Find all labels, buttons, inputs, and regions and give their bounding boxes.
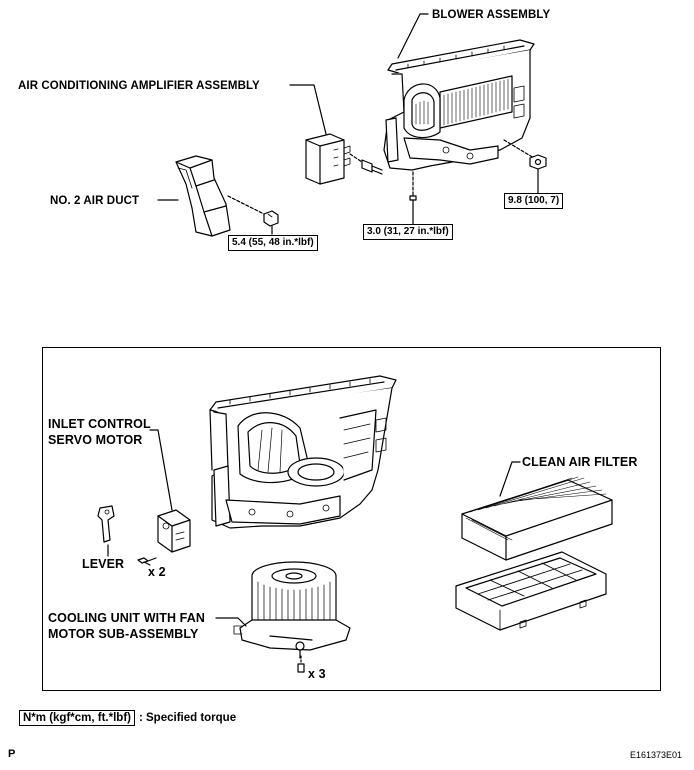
cooling-unit-label-line1: COOLING UNIT WITH FAN	[48, 611, 205, 625]
no2-air-duct-label: NO. 2 AIR DUCT	[50, 195, 140, 207]
blower-assembly-label: BLOWER ASSEMBLY	[432, 9, 551, 21]
inlet-control-label-line1: INLET CONTROL	[48, 417, 151, 431]
blower-nut	[503, 139, 547, 170]
blower-assembly-upper	[383, 39, 535, 171]
blower-bolt	[409, 171, 417, 215]
lever-label: LEVER	[82, 557, 125, 571]
disassembly-detail-frame	[42, 347, 661, 691]
page-letter: P	[8, 748, 16, 760]
clean-air-filter-part	[461, 476, 613, 561]
servo-screw-count: x 2	[148, 565, 166, 579]
servo-motor-part	[157, 509, 191, 553]
fan-motor-screw	[297, 655, 305, 673]
filter-frame-part	[455, 551, 607, 631]
duct-bolt	[227, 195, 279, 227]
no2-air-duct-part	[175, 155, 231, 237]
inlet-control-label-line2: SERVO MOTOR	[48, 433, 143, 447]
torque-amp-screw: 3.0 (31, 27 in.*lbf)	[363, 224, 453, 240]
figure-code: E161373E01	[630, 750, 683, 760]
amp-screw	[349, 153, 383, 175]
ac-amplifier-part	[305, 133, 351, 185]
servo-screws	[137, 557, 157, 564]
legend-description: : Specified torque	[138, 712, 237, 724]
fan-motor-screw-count: x 3	[308, 667, 326, 681]
fan-motor-part	[233, 561, 351, 659]
ac-amplifier-label: AIR CONDITIONING AMPLIFIER ASSEMBLY	[18, 80, 260, 92]
clean-air-filter-label: CLEAN AIR FILTER	[522, 455, 638, 469]
torque-legend: N*m (kgf*cm, ft.*lbf) : Specified torque	[19, 710, 236, 726]
blower-case-lower	[209, 375, 397, 529]
cooling-unit-label-line2: MOTOR SUB-ASSEMBLY	[48, 627, 199, 641]
torque-duct-bolt: 5.4 (55, 48 in.*lbf)	[228, 235, 318, 251]
lever-part	[97, 505, 115, 543]
legend-unit-box: N*m (kgf*cm, ft.*lbf)	[19, 710, 135, 726]
torque-blower-nut: 9.8 (100, 7)	[504, 193, 564, 209]
